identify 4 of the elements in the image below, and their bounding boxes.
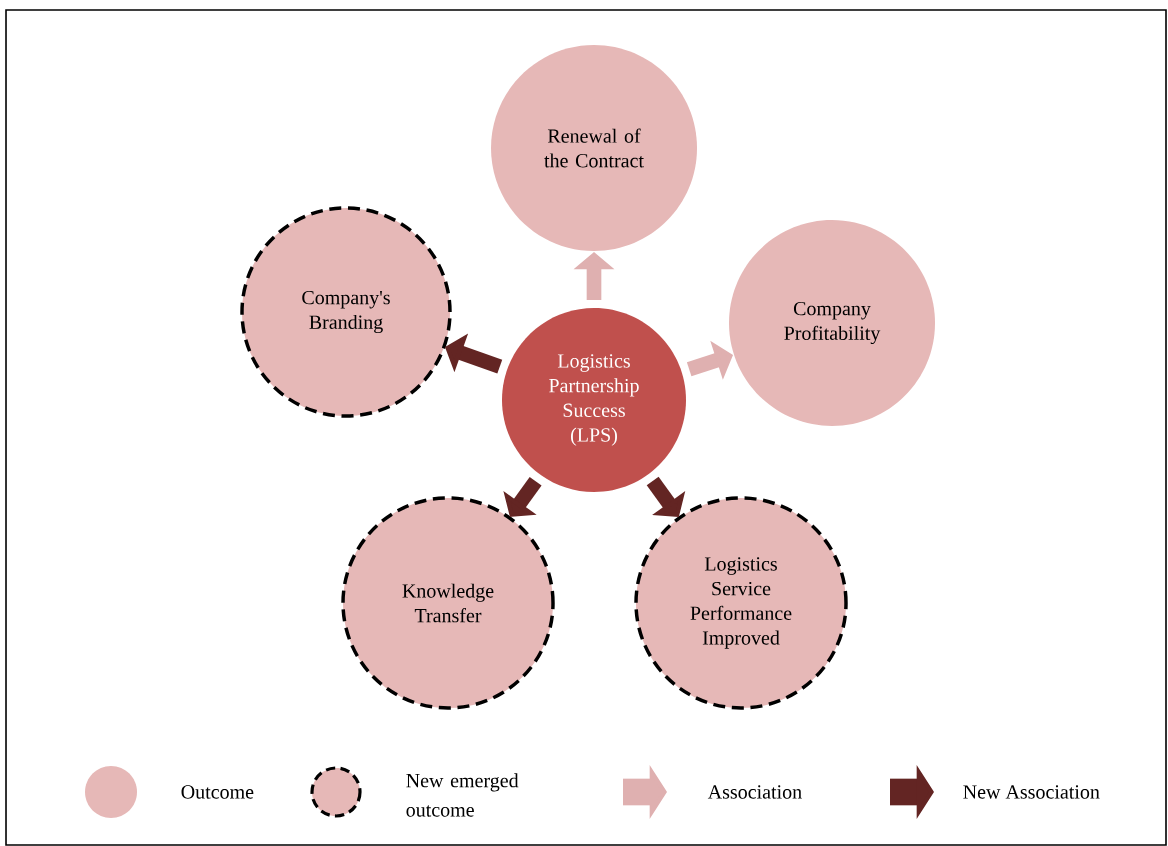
legend-label: Association (707, 785, 802, 799)
legend-label: Outcome (181, 785, 254, 799)
legend-label: New emerged outcome (406, 773, 519, 817)
legend-label: New Association (963, 785, 1100, 799)
